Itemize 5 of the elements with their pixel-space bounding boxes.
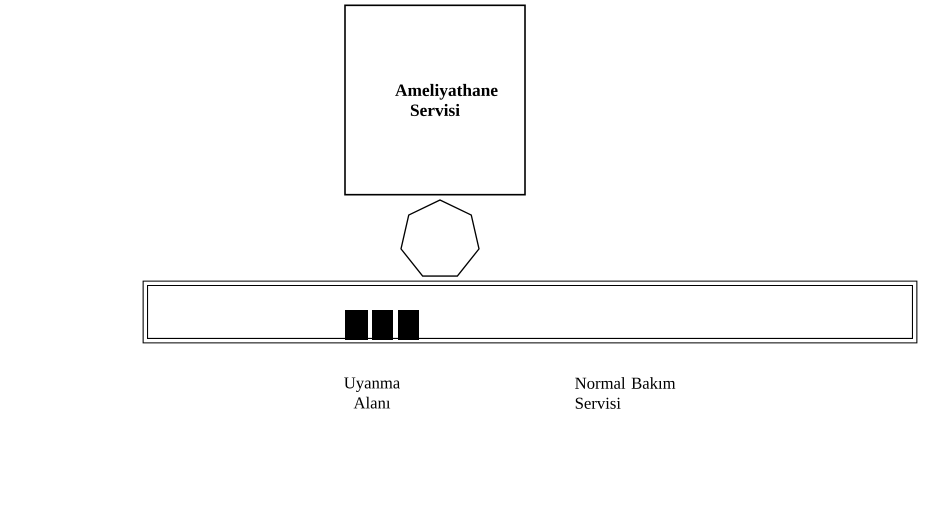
area-label: Normal Bakım Servisi (575, 377, 676, 409)
heptagon-shape (400, 199, 480, 277)
corridor-bar (142, 280, 918, 344)
area-label: Uyanma Alanı (344, 377, 400, 409)
service-box: Ameliyathane Servisi (344, 4, 526, 196)
